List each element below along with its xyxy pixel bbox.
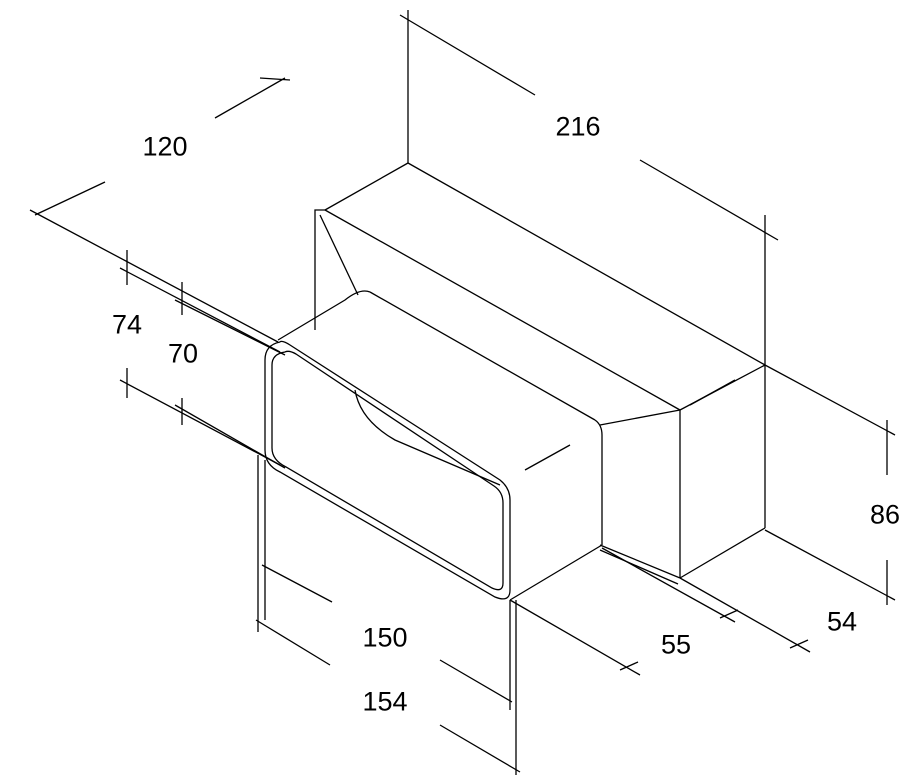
dimension-front-spigot-label: 55 xyxy=(660,629,692,660)
dimension-lines xyxy=(29,10,896,775)
front-flat-duct xyxy=(264,290,603,601)
dimension-depth-label: 120 xyxy=(142,131,188,162)
dimension-outer-width-front-label: 154 xyxy=(362,686,408,717)
dimension-outer-height-rear-label: 86 xyxy=(869,499,901,530)
dimension-inner-height-front-label: 70 xyxy=(167,338,199,369)
rear-rectangular-duct xyxy=(314,162,766,585)
dimension-length-label: 216 xyxy=(555,111,601,142)
dimension-inner-width-front-label: 150 xyxy=(362,622,408,653)
dimension-outer-height-front-label: 74 xyxy=(111,309,143,340)
dimension-rear-spigot-label: 54 xyxy=(826,606,858,637)
